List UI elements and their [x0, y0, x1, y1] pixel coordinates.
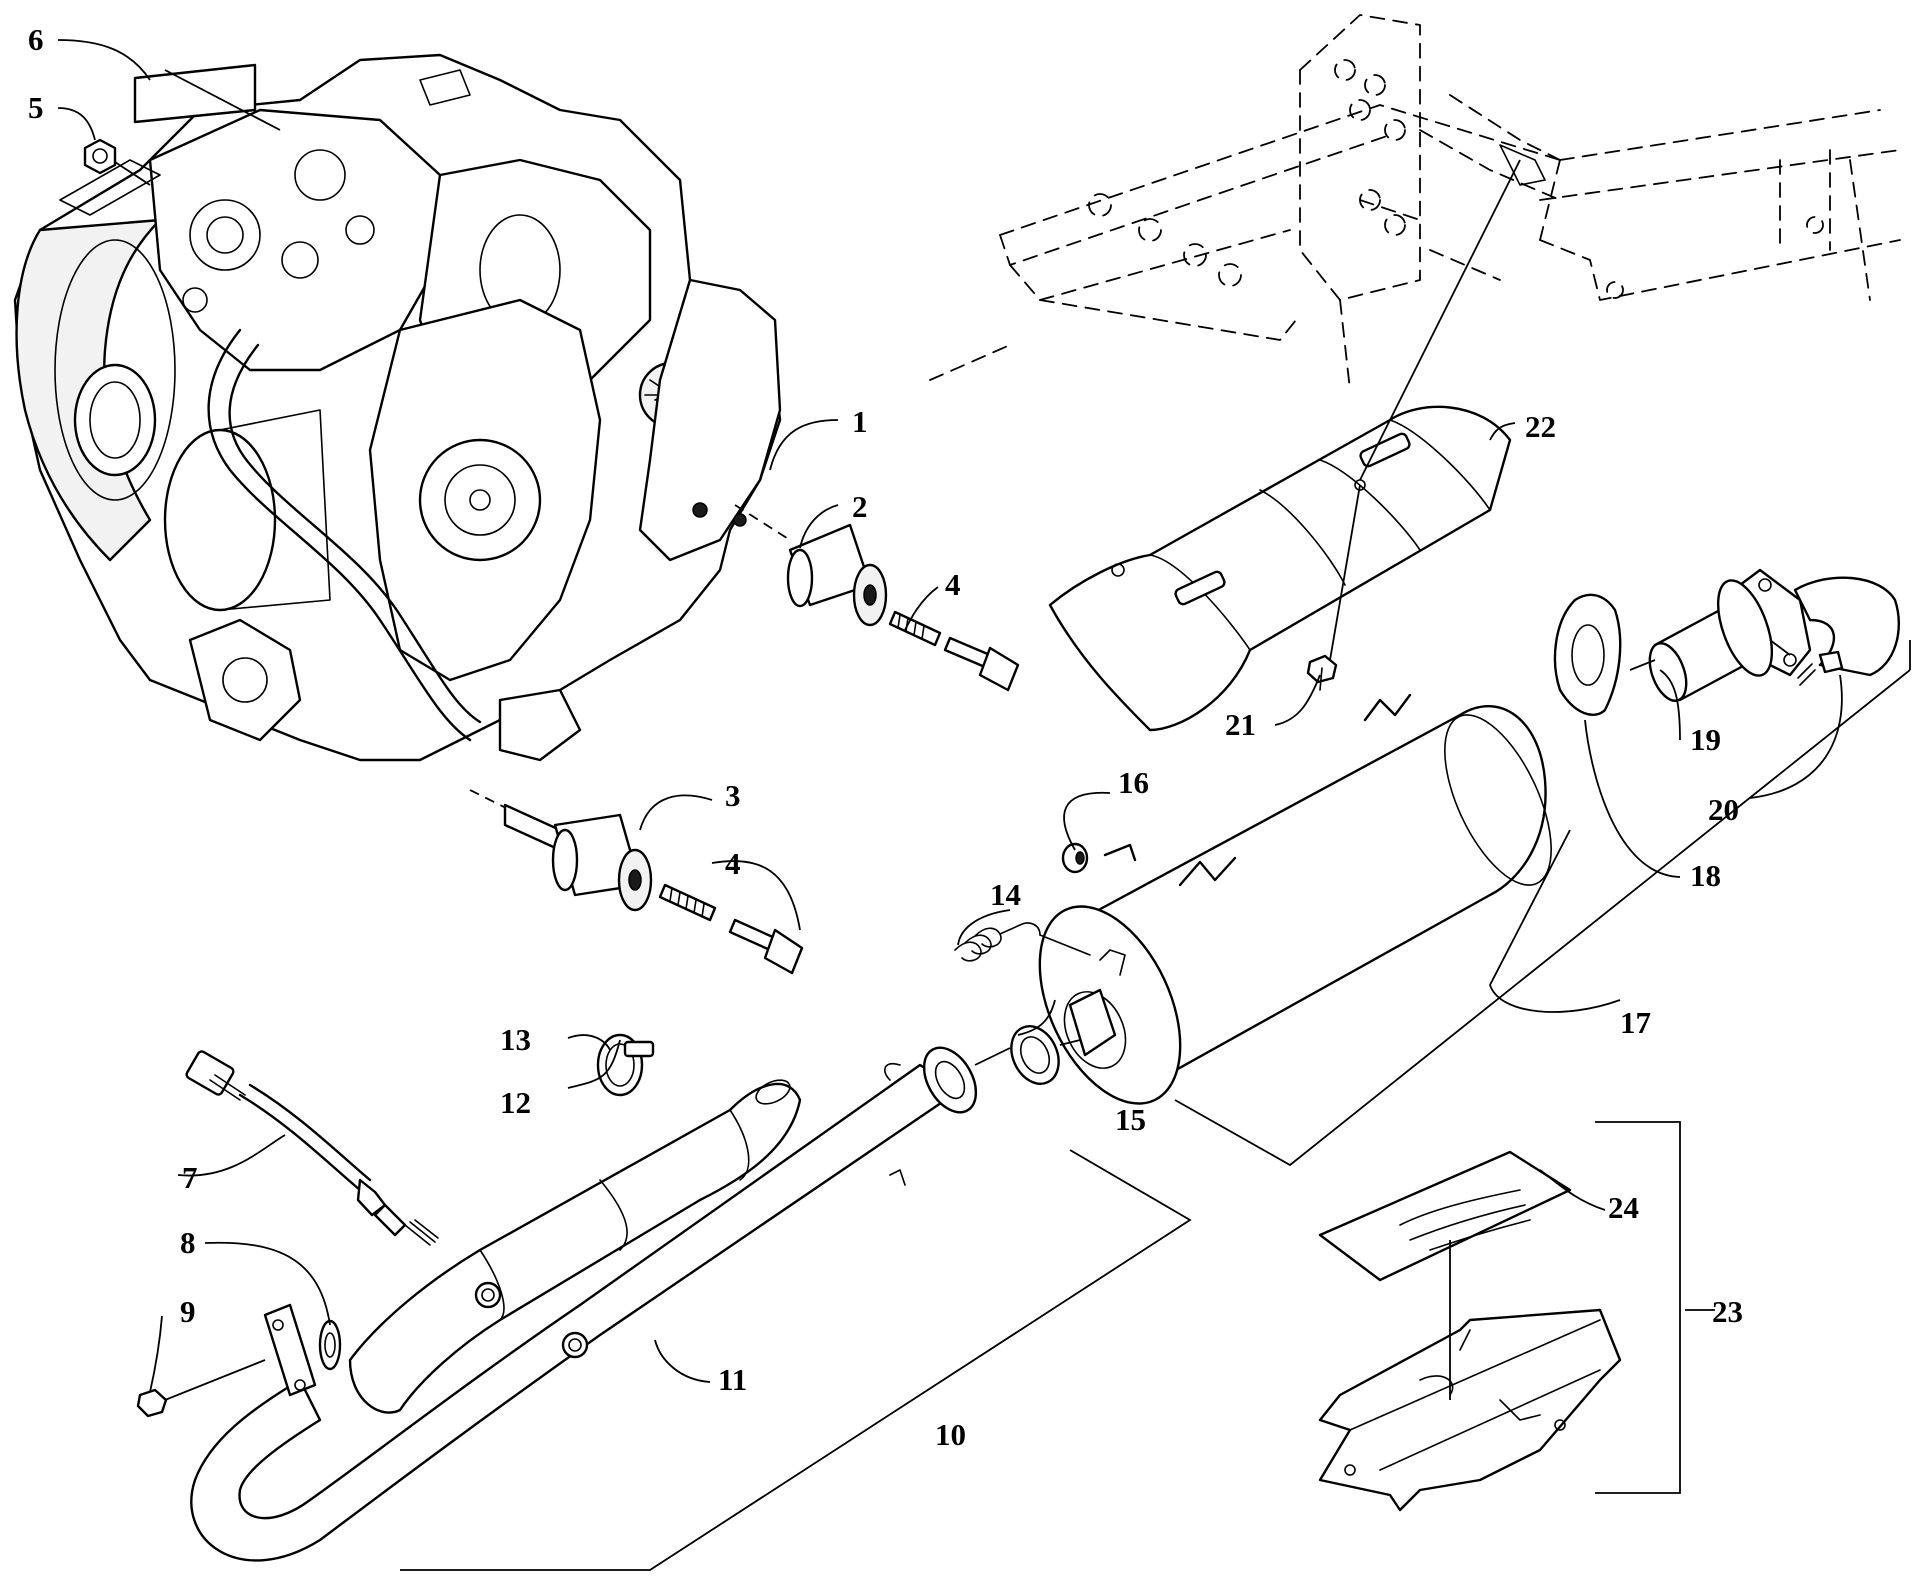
engine-assembly	[13, 53, 782, 762]
callout-labels: 1 2 3 4 4 5 6 7 8 9 10 11 12 13 14 15 16…	[28, 22, 1743, 1452]
callout-13: 13	[500, 1022, 531, 1057]
callout-24: 24	[1608, 1190, 1639, 1225]
callout-10: 10	[935, 1417, 966, 1452]
callout-3: 3	[725, 778, 741, 813]
bolt-20	[1797, 650, 1844, 686]
bolt-4-lower	[658, 883, 804, 975]
callout-12: 12	[500, 1085, 531, 1120]
leader-shield-frame	[1359, 159, 1521, 481]
callout-11: 11	[718, 1362, 747, 1397]
plug-16	[1061, 842, 1089, 874]
muffler-heat-shield-22	[1048, 405, 1512, 732]
callout-17: 17	[1620, 1005, 1651, 1040]
muffler-assembly-17	[1038, 693, 1552, 1105]
decal-label-6	[133, 63, 281, 131]
skid-plate-kit-23	[1318, 1308, 1622, 1512]
leader-shield-screw	[1329, 484, 1361, 661]
callout-7: 7	[182, 1160, 198, 1195]
flange-9	[136, 1303, 317, 1418]
callout-22: 22	[1525, 409, 1556, 444]
bracket-23	[1595, 1121, 1681, 1494]
callout-leaders	[57, 39, 1843, 1393]
bracket-17	[1174, 669, 1911, 1167]
bolt-4-upper	[888, 610, 1020, 692]
seal-15	[1010, 1025, 1081, 1085]
callout-6: 6	[28, 22, 44, 57]
callout-23: 23	[1712, 1294, 1743, 1329]
callout-2: 2	[852, 489, 868, 524]
oxygen-sensor-7	[185, 1050, 439, 1246]
screw-21	[1306, 654, 1338, 691]
vehicle-frame-outline	[929, 14, 1901, 391]
callout-18: 18	[1690, 858, 1721, 893]
engine-mount-2	[734, 504, 888, 627]
callout-20: 20	[1708, 792, 1739, 827]
decal-24	[1318, 1150, 1572, 1282]
spring-14	[954, 922, 1091, 962]
gasket-18	[1553, 593, 1622, 716]
callout-8: 8	[180, 1225, 196, 1260]
callout-19: 19	[1690, 722, 1721, 757]
exhaust-header-pipe-11	[190, 1046, 978, 1562]
callout-14: 14	[990, 877, 1021, 912]
callout-15: 15	[1115, 1102, 1146, 1137]
callout-1: 1	[852, 404, 868, 439]
callout-16: 16	[1118, 765, 1149, 800]
callout-4-lower: 4	[725, 846, 741, 881]
callout-4-upper: 4	[945, 567, 961, 602]
bracket-10	[400, 1149, 1192, 1571]
engine-mount-3	[469, 789, 653, 912]
header-heat-shield-12	[348, 1079, 802, 1414]
callout-21: 21	[1225, 707, 1256, 742]
nut-5	[83, 138, 151, 186]
gasket-8	[318, 1319, 342, 1371]
callout-9: 9	[180, 1294, 196, 1329]
callout-5: 5	[28, 90, 44, 125]
tailpipe-19	[1648, 568, 1900, 702]
